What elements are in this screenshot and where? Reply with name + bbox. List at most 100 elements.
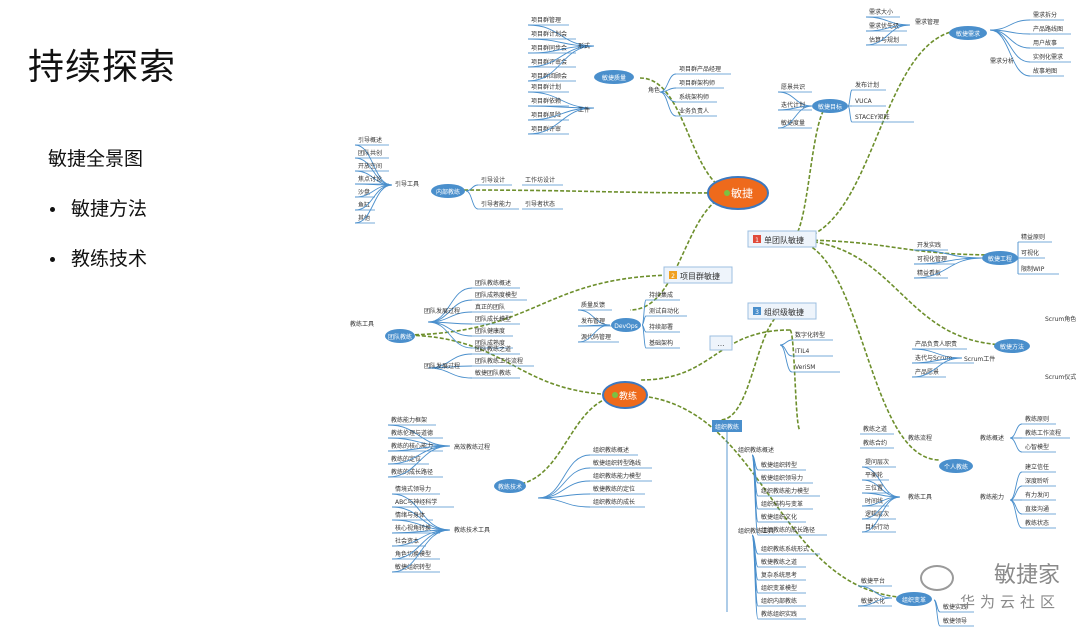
root-label: 敏捷 (731, 186, 753, 200)
tr-right-link (989, 29, 1031, 77)
node-agile-req-shape (949, 26, 987, 40)
tl-roles-item: 项目群产品经理 (679, 65, 721, 73)
tree-items2-item: 教练组织实践 (761, 610, 797, 618)
bottom-left-link (857, 597, 893, 607)
scrum-far-rituals: Scrum仪式 (1045, 373, 1076, 381)
team-lbls-item: 团队成长模型 (475, 315, 511, 323)
bullet-text: 教练技术 (71, 248, 148, 270)
tl-group2-item: 项目群依赖 (531, 97, 561, 105)
left-list-item: 引导概述 (358, 136, 382, 144)
coach-mid-link (537, 497, 591, 508)
tr-top-item: 需求优先级 (869, 22, 899, 30)
tl-group-link (527, 45, 595, 82)
branch-number-org (753, 307, 761, 315)
devops-left-item: 源代码管理 (581, 333, 611, 341)
devops-right-item: 持续集成 (649, 291, 673, 299)
goal-right-item: VUCA (855, 98, 873, 105)
coach-mid-link (537, 467, 591, 499)
tr-right-item: 实例化需求 (1033, 53, 1063, 61)
tr-right-item: 用户故事 (1033, 39, 1057, 47)
org-mid-item: ITIL4 (795, 348, 810, 355)
tr-top-item: 估算与规划 (869, 36, 899, 44)
node-org-change-label: 组织变革 (902, 596, 926, 604)
devops-left-item: 发布管理 (581, 317, 605, 325)
coach-l-item: 教练能力框架 (391, 416, 427, 424)
scrum-mid-item: 迭代与Scrum (915, 354, 952, 362)
person-r-link (1009, 437, 1023, 453)
coach-l-item: 教练伦理与道德 (391, 429, 433, 437)
person-ability: 教练能力 (980, 493, 1004, 501)
tl-roles-item: 项目群架构师 (679, 79, 715, 87)
team-lbls-item: 团队成熟度 (475, 339, 505, 347)
tree-lbl: 组织教练概述 (738, 446, 774, 454)
bullet-text: 敏捷方法 (71, 198, 148, 220)
node-teamcoach-label: 团队教练 (388, 333, 412, 341)
team-lbls-item: 团队成熟度模型 (475, 291, 517, 299)
team-lbls2-link (427, 367, 473, 379)
goal-right-item: STACEY矩阵 (855, 113, 890, 121)
team-lbls2-item: 团队教练工作流程 (475, 357, 523, 365)
bullet-1: 敏捷方法 (50, 194, 147, 221)
devops-left-link (577, 309, 611, 326)
coach-label: 教练 (619, 390, 637, 402)
coach-l-item: 教练的成长路径 (391, 468, 433, 476)
node-scrum-label: 敏捷方法 (1000, 343, 1024, 351)
team-lbls-link (427, 321, 473, 349)
devops-right-item: 持续部署 (649, 323, 673, 331)
coach-l2-item: 敏捷组织转型 (395, 563, 431, 571)
scrum-right-item: 精益原则 (1021, 233, 1045, 241)
team-lbls-item: 真正的团队 (475, 303, 505, 311)
tree-items2-link (751, 534, 759, 620)
tl-group-item: 项目群评审会 (531, 58, 567, 66)
bottom-right-item: 敏捷领导 (943, 617, 967, 625)
bottom-right-link (933, 599, 941, 627)
node-org-change-shape (896, 592, 932, 606)
team-lbls2-item: 团队教练之道 (475, 345, 511, 353)
person-l2-item: 三位置 (865, 484, 883, 492)
slide-subtitle: 敏捷全景图 (48, 148, 144, 170)
coach-side: 高效教练过程 (454, 443, 490, 451)
person-l2-item: 时间线 (865, 497, 883, 505)
tr-top-link (865, 24, 911, 46)
person-l-item: 教练合约 (863, 439, 887, 447)
slide-title: 持续探索 (28, 47, 177, 88)
node-devops-shape (611, 318, 641, 332)
person-l2-link (861, 492, 901, 498)
tl-mid-role: 角色 (648, 86, 660, 94)
person-r2-link (1009, 471, 1023, 501)
tree-items2-item: 组织变革模型 (761, 584, 797, 592)
goal-right-item: 发布计划 (855, 81, 879, 89)
branch-number-text: 3 (755, 309, 759, 316)
tree-items-item: 组织教练的成长路径 (761, 526, 815, 534)
node-quality-label: 敏捷质量 (602, 74, 626, 82)
left-lbl-item: 引导者能力 (481, 200, 511, 208)
tl-group2-link (527, 107, 595, 135)
empty-box (709, 335, 733, 351)
node-agile-goal-shape (812, 99, 848, 113)
node-engineering-label: 敏捷工程 (988, 255, 1012, 263)
left-list-item: 开放空间 (358, 162, 382, 170)
coach-l2-link (391, 529, 451, 573)
person-r-item: 教练原则 (1025, 415, 1049, 423)
edge-org-tree (719, 309, 791, 421)
branch-number-team (753, 235, 761, 243)
root-dot (724, 190, 730, 196)
edge-root-left (449, 189, 739, 194)
person-r-link (1009, 423, 1023, 439)
node-coach-tech-shape (494, 479, 526, 493)
node-engineering-shape (982, 251, 1018, 265)
coach-l2-item: 情绪与身体 (395, 511, 425, 519)
bottom-left-item: 敏捷平台 (861, 577, 885, 585)
coach-l-item: 教练的定位 (391, 455, 421, 463)
scrum-left-item: 精益看板 (917, 269, 941, 277)
person-tools: 教练工具 (908, 493, 932, 501)
tr-right-item: 需求拆分 (1033, 11, 1057, 19)
goal-left-item: 敏捷度量 (781, 119, 805, 127)
branch-number-project (669, 271, 677, 279)
branch-box-team (747, 230, 817, 248)
scrum-left-link (913, 257, 983, 279)
goal-right-link (847, 105, 853, 123)
branch-number-text: 1 (755, 237, 759, 244)
tree-items-link (751, 454, 759, 536)
bottom-left-item: 敏捷文化 (861, 597, 885, 605)
